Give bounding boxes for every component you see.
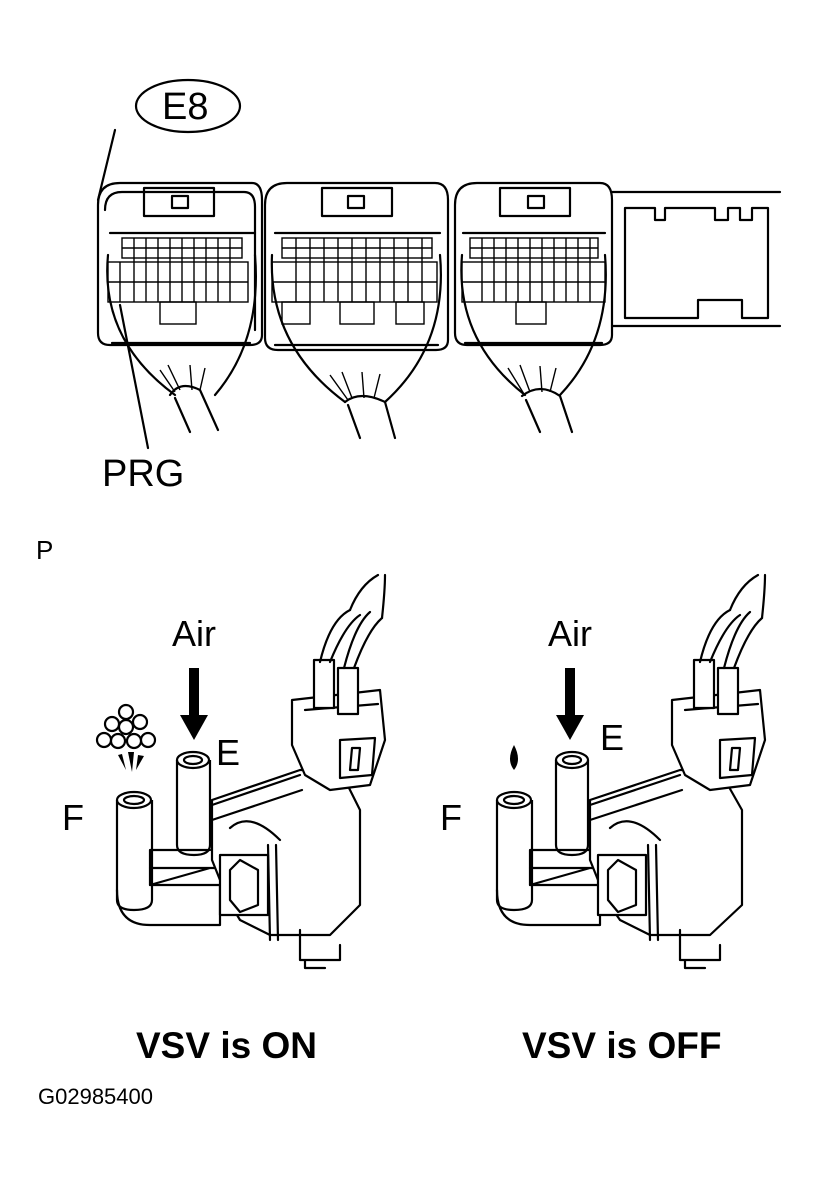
figure-code: G02985400 bbox=[38, 1084, 153, 1109]
vsv-on-valve-icon bbox=[95, 573, 387, 970]
air-arrow-icon bbox=[556, 668, 584, 740]
e8-leader-line bbox=[96, 128, 117, 202]
connector-1 bbox=[96, 181, 264, 434]
connector-housing-right bbox=[610, 190, 782, 328]
connector-1-terminals bbox=[107, 237, 249, 325]
vsv-on-port-f-label: F bbox=[62, 797, 84, 838]
section-marker: P bbox=[36, 535, 54, 565]
vsv-off-caption: VSV is OFF bbox=[522, 1025, 722, 1066]
vsv-on-caption: VSV is ON bbox=[136, 1025, 317, 1066]
prg-leader-line bbox=[118, 303, 150, 450]
vsv-off-valve-icon bbox=[495, 573, 767, 970]
connector-3 bbox=[453, 181, 614, 434]
connector-label-e8: E8 bbox=[162, 86, 209, 128]
connector-2 bbox=[263, 181, 450, 440]
vsv-off-port-e-label: E bbox=[600, 717, 625, 758]
vsv-on-air-label: Air bbox=[172, 613, 216, 654]
air-drop-icon bbox=[510, 745, 518, 770]
air-puff-icon bbox=[95, 703, 157, 772]
vsv-off-port-f-label: F bbox=[440, 797, 462, 838]
connector-block-icon bbox=[96, 78, 782, 450]
air-arrow-icon bbox=[180, 668, 208, 740]
terminal-label-prg: PRG bbox=[102, 453, 185, 495]
connector-3-terminals bbox=[461, 237, 606, 325]
vsv-off-air-label: Air bbox=[548, 613, 592, 654]
e8-callout-ellipse bbox=[134, 78, 242, 134]
vsv-on-port-e-label: E bbox=[216, 732, 241, 773]
connector-2-terminals bbox=[271, 237, 438, 325]
